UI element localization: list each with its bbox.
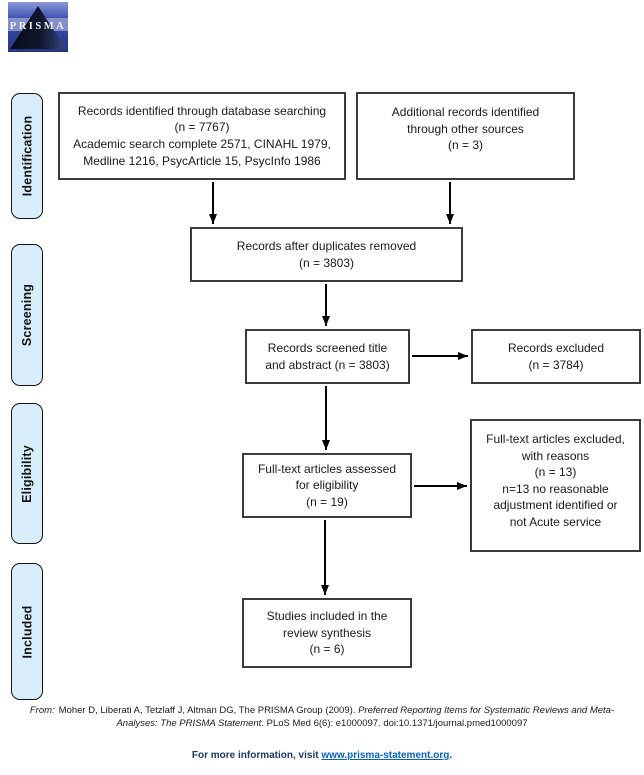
box-line: review synthesis xyxy=(282,625,372,640)
box-line: not Acute service xyxy=(509,514,602,529)
stage-label-text: Included xyxy=(20,605,34,658)
box-line: (n = 3803) xyxy=(298,255,355,270)
info-suffix: . xyxy=(449,750,453,761)
stage-label-eligibility: Eligibility xyxy=(11,403,43,544)
citation-line-1: From:Moher D, Liberati A, Tetzlaff J, Al… xyxy=(0,704,644,717)
from-label: From: xyxy=(29,705,55,716)
box-line: (n = 3) xyxy=(447,138,483,153)
box-line: (n = 13) xyxy=(534,465,577,480)
box-line: (n = 19) xyxy=(306,494,348,509)
box-line: Records identified through database sear… xyxy=(77,103,327,118)
box-duplicates-removed: Records after duplicates removed (n = 38… xyxy=(190,227,463,282)
stage-label-identification: Identification xyxy=(11,93,43,219)
stage-label-screening: Screening xyxy=(11,244,43,386)
info-prefix: For more information, visit xyxy=(191,750,322,761)
box-line: Full-text articles assessed xyxy=(257,461,397,476)
citation-line-2: Analyses: The PRISMA Statement. PLoS Med… xyxy=(0,717,644,730)
citation: From:Moher D, Liberati A, Tetzlaff J, Al… xyxy=(0,704,644,730)
stage-label-text: Eligibility xyxy=(20,444,35,503)
stage-label-included: Included xyxy=(11,563,43,700)
box-line: and abstract (n = 3803) xyxy=(265,357,390,372)
box-fulltext-excluded: Full-text articles excluded, with reason… xyxy=(470,419,641,552)
box-line: (n = 3784) xyxy=(528,357,584,372)
box-line: Studies included in the xyxy=(266,609,388,624)
box-line: Additional records identified xyxy=(391,105,540,119)
box-fulltext-assessed: Full-text articles assessed for eligibil… xyxy=(242,453,412,518)
box-line: Records excluded xyxy=(507,340,605,355)
logo-text: PRISMA xyxy=(10,21,66,32)
citation-text: . PLoS Med 6(6): e1000097. doi:10.1371/j… xyxy=(261,718,528,729)
box-line: Records after duplicates removed xyxy=(236,238,417,253)
box-studies-included: Studies included in the review synthesis… xyxy=(242,598,412,668)
box-line: (n = 6) xyxy=(309,642,345,657)
more-info-line: For more information, visit www.prisma-s… xyxy=(0,750,644,761)
citation-text: Moher D, Liberati A, Tetzlaff J, Altman … xyxy=(58,705,359,716)
citation-title-italic: Preferred Reporting Items for Systematic… xyxy=(358,705,615,716)
box-line: (n = 7767) xyxy=(174,120,230,135)
stage-label-text: Screening xyxy=(20,283,34,347)
box-line: through other sources xyxy=(407,121,524,136)
box-records-identified: Records identified through database sear… xyxy=(58,92,346,180)
prisma-statement-link[interactable]: www.prisma-statement.org xyxy=(321,750,450,761)
box-line: n=13 no reasonable xyxy=(502,481,609,496)
box-line: Records screened title xyxy=(267,340,388,355)
box-line: Full-text articles excluded, xyxy=(486,432,625,446)
box-line: Medline 1216, PsycArticle 15, PsycInfo 1… xyxy=(83,153,321,168)
box-line: Academic search complete 2571, CINAHL 19… xyxy=(73,137,331,151)
box-records-excluded: Records excluded (n = 3784) xyxy=(471,329,641,384)
pyramid-icon xyxy=(10,6,66,49)
box-line: adjustment identified or xyxy=(493,498,618,513)
stage-label-text: Identification xyxy=(20,115,35,197)
citation-title-italic: Analyses: The PRISMA Statement xyxy=(116,718,262,729)
box-additional-records: Additional records identified through ot… xyxy=(356,92,575,180)
box-records-screened: Records screened title and abstract (n =… xyxy=(245,329,410,384)
prisma-logo: PRISMA xyxy=(8,2,68,52)
box-line: with reasons xyxy=(521,448,590,463)
box-line: for eligibility xyxy=(295,478,359,493)
